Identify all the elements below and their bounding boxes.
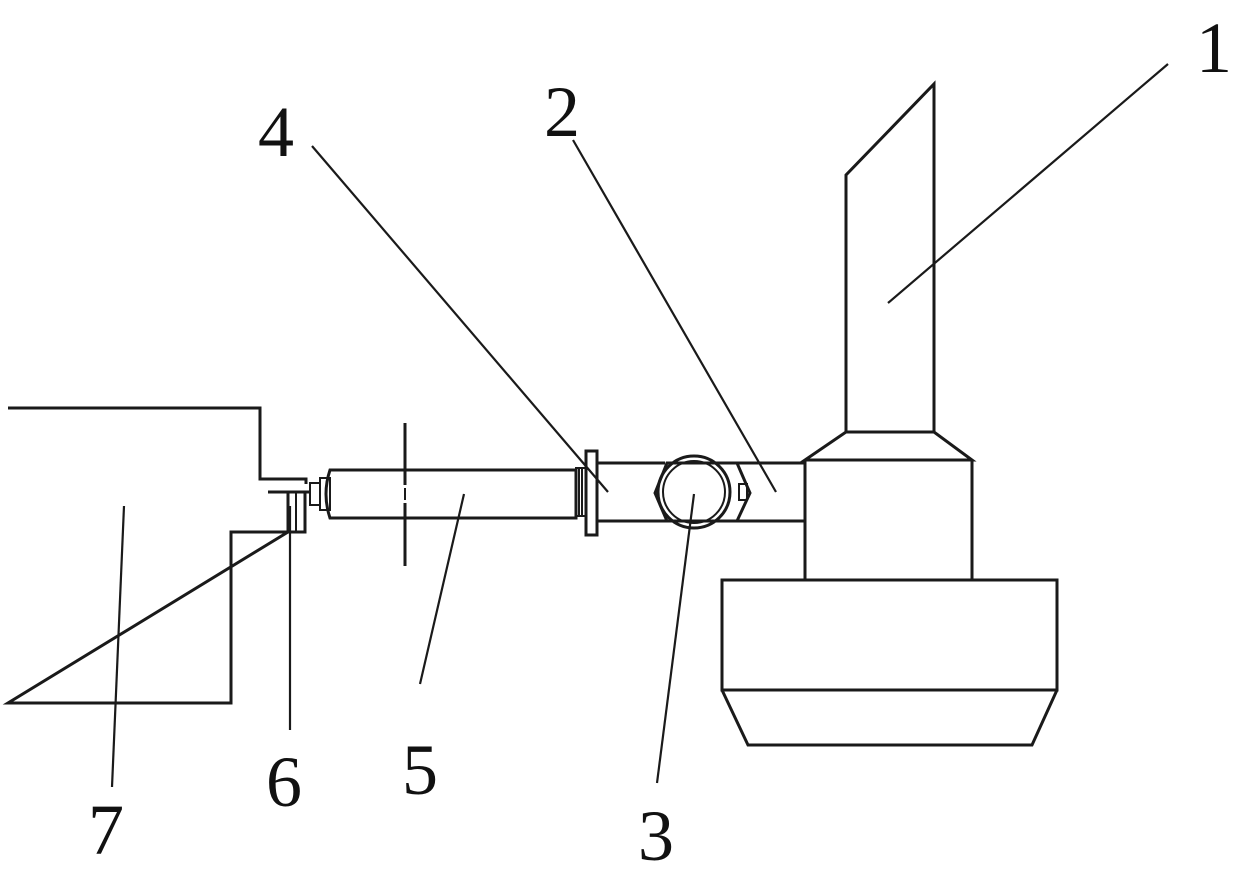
- part-7-housing: [8, 408, 306, 703]
- part-1-stack: [846, 84, 934, 432]
- label-4: 4: [258, 92, 294, 172]
- label-7: 7: [88, 790, 124, 870]
- part-4-flange: [576, 451, 597, 535]
- leader-2: [573, 140, 776, 492]
- part-5-cylinder: [310, 423, 576, 566]
- part-2-duct: [597, 463, 805, 521]
- part-3-round-fitting: [655, 456, 750, 528]
- label-3: 3: [638, 796, 674, 871]
- label-6: 6: [266, 742, 302, 822]
- label-1: 1: [1196, 8, 1232, 88]
- label-5: 5: [402, 730, 438, 810]
- leader-7: [112, 506, 124, 787]
- label-2: 2: [544, 72, 580, 152]
- leader-1: [888, 64, 1168, 303]
- leader-lines: [112, 64, 1168, 787]
- main-body: [722, 432, 1057, 745]
- leader-3: [657, 494, 694, 783]
- leader-5: [420, 494, 464, 684]
- leader-4: [312, 146, 608, 492]
